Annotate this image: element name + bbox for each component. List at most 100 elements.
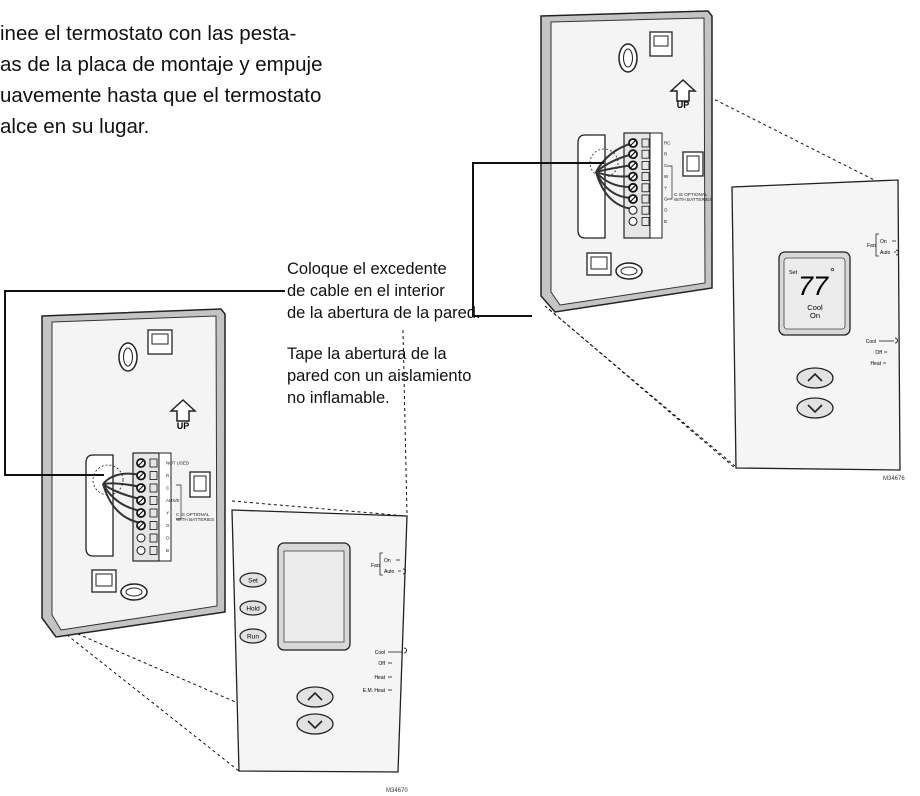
system-switch-knob bbox=[403, 647, 407, 654]
terminal-label: AUX/E bbox=[166, 498, 180, 503]
battery-note-line: WITH BATTERIES bbox=[176, 517, 214, 522]
terminal-label: W bbox=[664, 174, 669, 179]
system-switch-knob bbox=[894, 337, 898, 344]
screw-slot bbox=[137, 522, 145, 529]
terminal-label: R bbox=[664, 152, 668, 157]
fan-option: On bbox=[880, 239, 887, 245]
system-option: E.M. Heat bbox=[363, 688, 386, 694]
up-button bbox=[796, 367, 834, 389]
terminal-label: NOT USED bbox=[166, 461, 190, 466]
system-option: Cool bbox=[375, 650, 385, 656]
terminal-label: B bbox=[166, 548, 169, 553]
lcd-display bbox=[783, 257, 846, 330]
display-degree: ° bbox=[830, 265, 835, 279]
terminal-label: C bbox=[664, 163, 668, 168]
terminal-clamp bbox=[149, 471, 158, 480]
screw-slot bbox=[629, 184, 637, 192]
callout-line: no inflamable. bbox=[287, 389, 390, 407]
terminal-label: G bbox=[166, 523, 170, 528]
alignment-lines-upper bbox=[544, 15, 899, 469]
terminal-clamp bbox=[641, 194, 650, 204]
figure-code-lower: M34670 bbox=[386, 788, 408, 794]
terminal-label: RC bbox=[664, 141, 671, 146]
up-button bbox=[296, 686, 334, 708]
screw-slot bbox=[629, 173, 637, 181]
instruction-line: uavemente hasta que el termostato bbox=[0, 84, 322, 107]
run-button bbox=[239, 628, 267, 644]
alignment-lines-lower bbox=[47, 329, 408, 773]
run-button-label: Run bbox=[247, 634, 259, 641]
figure-code-upper: M34676 bbox=[883, 476, 905, 482]
chevron-up-icon bbox=[807, 372, 823, 382]
terminal-screws-upper bbox=[628, 138, 650, 226]
leader-line-upper bbox=[472, 162, 604, 317]
terminal-label: G bbox=[664, 197, 668, 202]
terminal-clamp bbox=[149, 508, 158, 518]
chevron-down-icon bbox=[807, 404, 823, 414]
screw-slot bbox=[137, 509, 145, 517]
up-label: UP bbox=[177, 421, 190, 431]
battery-note-lower: C IS OPTIONAL WITH BATTERIES bbox=[176, 484, 214, 522]
installation-instruction: inee el termostato con las pesta- as de … bbox=[0, 18, 420, 142]
terminal-clamp bbox=[641, 149, 650, 159]
terminal-clamp bbox=[641, 172, 650, 182]
battery-note-upper: C IS OPTIONAL WITH BATTERIES bbox=[667, 165, 712, 202]
terminal-label: O bbox=[664, 208, 668, 213]
screw-slot bbox=[137, 497, 145, 504]
terminal-label: O bbox=[166, 536, 170, 541]
screw-slot bbox=[629, 139, 637, 147]
hold-button-label: Hold bbox=[246, 606, 260, 613]
terminal-clamp bbox=[641, 216, 650, 226]
instruction-line: alce en su lugar. bbox=[0, 115, 150, 138]
fan-option: Auto bbox=[880, 250, 891, 256]
display-set-label: Set bbox=[789, 270, 798, 276]
callout-line: Coloque el excedente bbox=[287, 260, 447, 278]
terminal-clamp bbox=[641, 138, 650, 148]
leader-line-lower bbox=[4, 290, 285, 476]
screw-slot bbox=[137, 459, 145, 467]
fan-label: Fan bbox=[867, 243, 876, 249]
terminal-clamp bbox=[149, 546, 158, 555]
set-button bbox=[239, 572, 267, 588]
down-button bbox=[796, 397, 834, 419]
terminal-screws-lower bbox=[136, 458, 158, 555]
up-arrow-icon bbox=[169, 398, 197, 422]
display-fan: On bbox=[810, 311, 820, 320]
callout-line: Tape la abertura de la bbox=[287, 345, 447, 363]
screw-slot bbox=[137, 472, 145, 479]
chevron-down-icon bbox=[307, 720, 323, 730]
thermostat-upper: Set 77 ° Cool On Fan On Auto Cool Off He… bbox=[731, 179, 901, 471]
callout-line: pared con un aislamiento bbox=[287, 367, 472, 385]
system-option: Off bbox=[875, 350, 882, 356]
instruction-line: inee el termostato con las pesta- bbox=[0, 22, 297, 45]
terminal-label: Y bbox=[166, 511, 169, 516]
system-option: Heat bbox=[870, 361, 881, 367]
callout-excess-cable: Coloque el excedente de cable en el inte… bbox=[287, 258, 481, 324]
fan-label: Fan bbox=[371, 563, 380, 569]
set-button-label: Set bbox=[248, 578, 258, 585]
terminal-clamp bbox=[149, 521, 158, 530]
terminal-screw bbox=[628, 216, 638, 226]
hold-button bbox=[239, 600, 267, 616]
terminal-screw bbox=[136, 533, 146, 543]
terminal-screw bbox=[628, 205, 638, 215]
instruction-line: as de la placa de montaje y empuje bbox=[0, 53, 323, 76]
chevron-up-icon bbox=[307, 691, 323, 701]
terminal-label: C bbox=[166, 486, 170, 491]
battery-note-line: C IS OPTIONAL bbox=[674, 192, 708, 197]
terminal-clamp bbox=[149, 483, 158, 493]
system-option: Heat bbox=[374, 675, 385, 681]
terminal-clamp bbox=[149, 458, 158, 468]
battery-note-line: WITH BATTERIES bbox=[674, 197, 712, 202]
display-mode: Cool bbox=[807, 303, 823, 312]
up-label: UP bbox=[677, 100, 690, 110]
wallplate-upper: UP bbox=[540, 10, 713, 313]
fan-switch-knob bbox=[402, 568, 406, 575]
battery-note-line: C IS OPTIONAL bbox=[176, 512, 210, 517]
system-option: Cool bbox=[866, 339, 876, 345]
terminal-clamp bbox=[641, 205, 650, 215]
callout-line: de cable en el interior bbox=[287, 282, 445, 300]
terminal-label: R bbox=[166, 473, 170, 478]
